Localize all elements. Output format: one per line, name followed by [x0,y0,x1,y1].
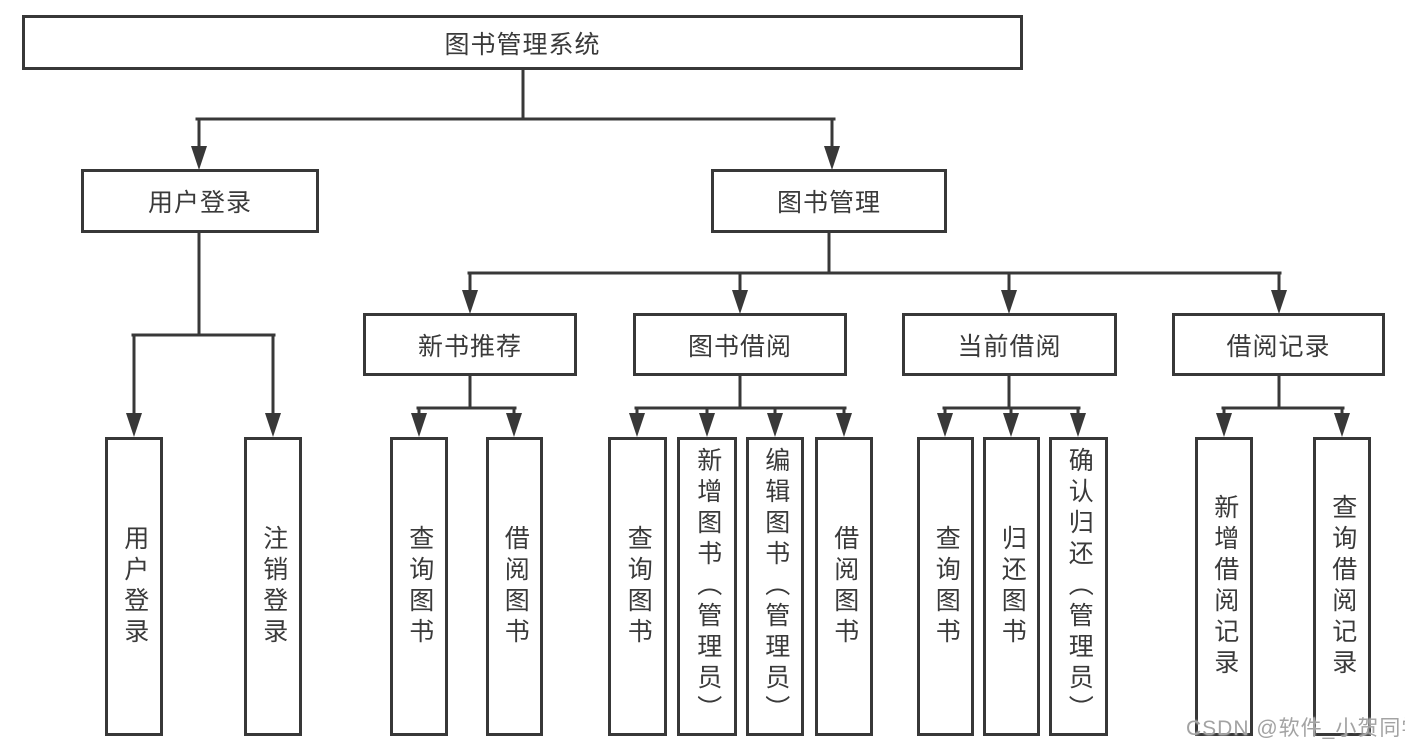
node-borrow-records: 借阅记录 [1172,313,1385,376]
leaf-add-book-admin: 新增图书（管理员） [677,437,737,736]
leaf-label: 编辑图书（管理员） [761,447,790,726]
arrowheads [126,146,1350,437]
leaf-label: 确认归还（管理员） [1065,447,1094,726]
leaf-query-borrow-record: 查询借阅记录 [1313,437,1371,736]
leaf-user-login: 用户登录 [105,437,163,736]
leaf-confirm-return-admin: 确认归还（管理员） [1049,437,1108,736]
leaf-query-books-current: 查询图书 [917,437,974,736]
leaf-query-books-recommend: 查询图书 [390,437,448,736]
leaf-label: 归还图书 [998,524,1027,649]
node-library-system: 图书管理系统 [22,15,1023,70]
leaf-label: 用户登录 [120,524,149,649]
leaf-label: 查询图书 [405,524,434,649]
node-current-borrow: 当前借阅 [902,313,1117,376]
leaf-label: 查询借阅记录 [1328,493,1357,680]
node-book-borrow: 图书借阅 [633,313,847,376]
leaf-label: 借阅图书 [830,524,859,649]
leaf-borrow-books: 借阅图书 [815,437,873,736]
leaf-logout: 注销登录 [244,437,302,736]
node-book-management: 图书管理 [711,169,947,233]
leaf-return-books: 归还图书 [983,437,1040,736]
leaf-label: 新增图书（管理员） [693,447,722,726]
leaf-edit-book-admin: 编辑图书（管理员） [746,437,804,736]
leaf-label: 新增借阅记录 [1210,493,1239,680]
leaf-query-books-borrow: 查询图书 [608,437,667,736]
leaf-label: 查询图书 [624,524,653,649]
node-user-login: 用户登录 [81,169,319,233]
leaf-label: 注销登录 [259,524,288,649]
node-new-book-recommend: 新书推荐 [363,313,577,376]
leaf-add-borrow-record: 新增借阅记录 [1195,437,1253,736]
leaf-label: 查询图书 [932,524,961,649]
leaf-label: 借阅图书 [501,524,530,649]
csdn-watermark: CSDN @软件_小贺同学 [1186,717,1405,740]
leaf-borrow-books-recommend: 借阅图书 [486,437,543,736]
